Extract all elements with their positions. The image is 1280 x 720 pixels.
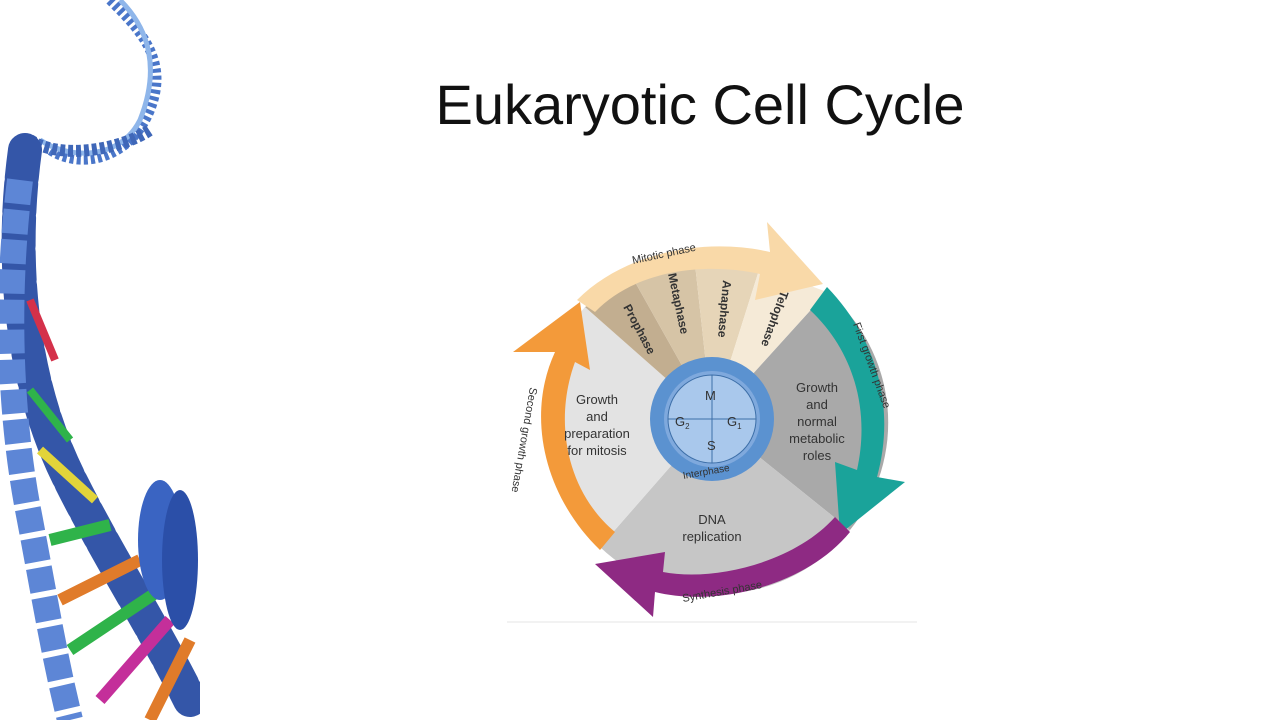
s-sector [600,419,850,594]
center-label-g2-sub: 2 [685,422,690,431]
anaphase-label: Anaphase [715,280,734,339]
center-label-m: M [705,388,716,403]
center-label-g2: G [675,414,685,429]
svg-text:Growth: Growth [576,392,618,407]
svg-text:G1: G1 [727,414,742,431]
center-label-g1-sub: 1 [737,422,742,431]
svg-text:DNA: DNA [698,512,726,527]
svg-text:normal: normal [797,414,837,429]
dna-helix-decoration [0,0,200,720]
svg-text:and: and [586,409,608,424]
first-growth-arrow [810,287,905,534]
svg-text:roles: roles [803,448,832,463]
svg-text:preparation: preparation [564,426,630,441]
center-label-g1: G [727,414,737,429]
s-region-text: DNA replication [682,512,741,544]
second-growth-label: Second growth phase [509,386,539,493]
center-label-s: S [707,438,716,453]
g2-region-text: Growth and preparation for mitosis [564,392,630,458]
svg-text:metabolic: metabolic [789,431,845,446]
mitotic-phase-arrow [577,222,823,312]
svg-text:G2: G2 [675,414,690,431]
cell-cycle-diagram: M S G2 G1 Interphase Prophase Metaphase … [507,222,917,623]
g1-region-text: Growth and normal metabolic roles [789,380,845,463]
slide-title: Eukaryotic Cell Cycle [435,73,965,136]
svg-text:for mitosis: for mitosis [567,443,627,458]
second-growth-arrow [513,302,615,550]
svg-text:Growth: Growth [796,380,838,395]
svg-text:replication: replication [682,529,741,544]
svg-text:and: and [806,397,828,412]
synthesis-phase-arrow [595,517,850,617]
